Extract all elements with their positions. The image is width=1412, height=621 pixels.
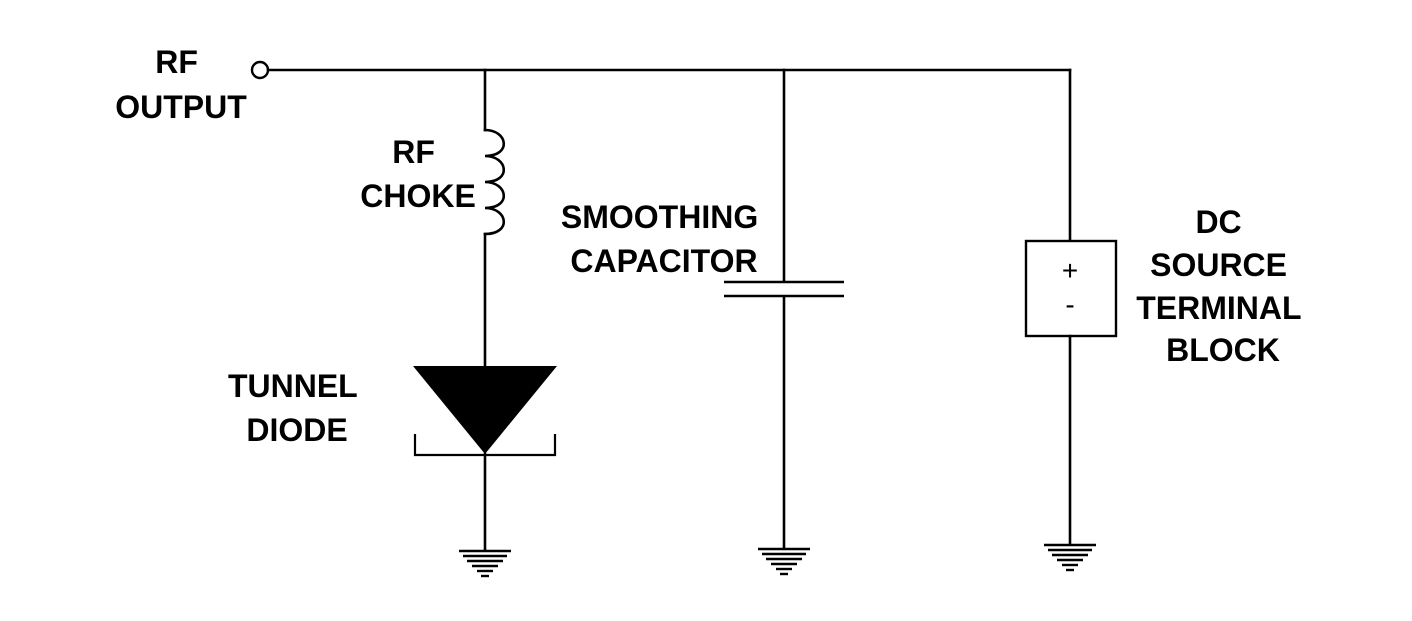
- dc-source-label-line-1: DC: [1195, 204, 1241, 240]
- terminal-plus-sign: +: [1062, 255, 1078, 286]
- ground-symbol-capacitor: [758, 547, 810, 576]
- rf-output-terminal: [250, 60, 270, 80]
- rf-choke-label-line-1: RF: [392, 134, 435, 170]
- ground-symbol-dc-source: [1044, 543, 1096, 572]
- rf-choke-inductor: [483, 128, 505, 236]
- rf-output-label: RF OUTPUT: [115, 44, 247, 125]
- smoothing-capacitor-label-line-2: CAPACITOR: [570, 243, 757, 279]
- tunnel-diode-triangle: [413, 366, 557, 454]
- tunnel-diode-label-line-1: TUNNEL: [228, 368, 357, 404]
- dc-source-label-line-3: TERMINAL: [1136, 290, 1301, 326]
- smoothing-capacitor-label: SMOOTHING CAPACITOR: [561, 199, 767, 279]
- terminal-minus-sign: -: [1065, 289, 1074, 320]
- rf-choke-label-line-2: CHOKE: [360, 178, 476, 214]
- smoothing-capacitor-label-line-1: SMOOTHING: [561, 199, 758, 235]
- ground-symbol-diode: [459, 549, 511, 578]
- dc-source-label: DC SOURCE TERMINAL BLOCK: [1136, 204, 1310, 368]
- dc-source-label-line-4: BLOCK: [1166, 332, 1280, 368]
- rf-choke-label: RF CHOKE: [360, 134, 476, 214]
- rf-output-label-line-1: RF: [155, 44, 198, 80]
- tunnel-diode-label: TUNNEL DIODE: [228, 368, 366, 448]
- rf-output-label-line-2: OUTPUT: [115, 89, 247, 125]
- tunnel-diode-label-line-2: DIODE: [246, 412, 347, 448]
- dc-source-label-line-2: SOURCE: [1150, 247, 1287, 283]
